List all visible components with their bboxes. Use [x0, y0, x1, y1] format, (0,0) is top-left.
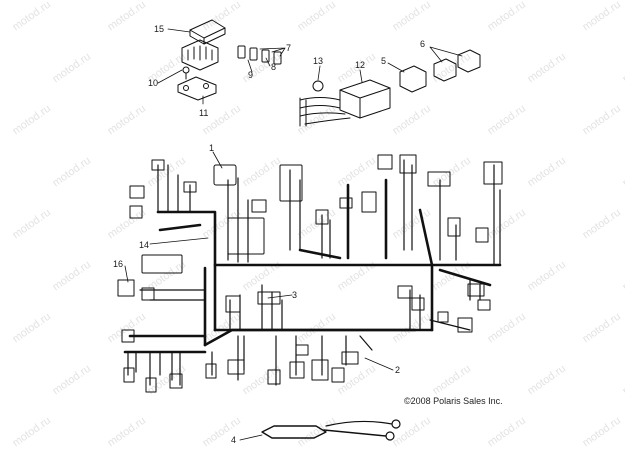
callout-3: 3 — [292, 290, 297, 300]
branch-wires — [127, 159, 501, 386]
relays — [399, 49, 481, 93]
callout-11: 11 — [199, 108, 208, 118]
callout-1: 1 — [209, 143, 214, 153]
callout-16: 16 — [113, 259, 123, 269]
callout-12: 12 — [355, 60, 365, 70]
connectors — [117, 154, 503, 393]
callout-7: 7 — [286, 43, 291, 53]
relay-module — [299, 79, 391, 127]
callout-13: 13 — [313, 56, 323, 66]
fuses — [237, 45, 282, 65]
fuse-block — [181, 39, 219, 71]
callout-15: 15 — [154, 24, 164, 34]
main-harness — [123, 178, 502, 354]
callout-labels: 15 10 11 7 8 9 13 12 5 6 1 14 16 3 2 4 — [113, 24, 425, 445]
screw — [182, 66, 190, 80]
callout-5: 5 — [381, 56, 386, 66]
fuse-box-cover — [189, 19, 226, 45]
callout-2: 2 — [395, 365, 400, 375]
callout-9: 9 — [248, 70, 253, 80]
callout-14: 14 — [139, 240, 149, 250]
callout-6: 6 — [420, 39, 425, 49]
callout-10: 10 — [148, 78, 158, 88]
copyright-notice: ©2008 Polaris Sales Inc. — [404, 396, 503, 406]
callout-8: 8 — [271, 62, 276, 72]
ground-cable — [261, 419, 401, 441]
leader-lines — [124, 28, 463, 441]
callout-4: 4 — [231, 435, 236, 445]
mounting-bracket — [177, 76, 217, 101]
